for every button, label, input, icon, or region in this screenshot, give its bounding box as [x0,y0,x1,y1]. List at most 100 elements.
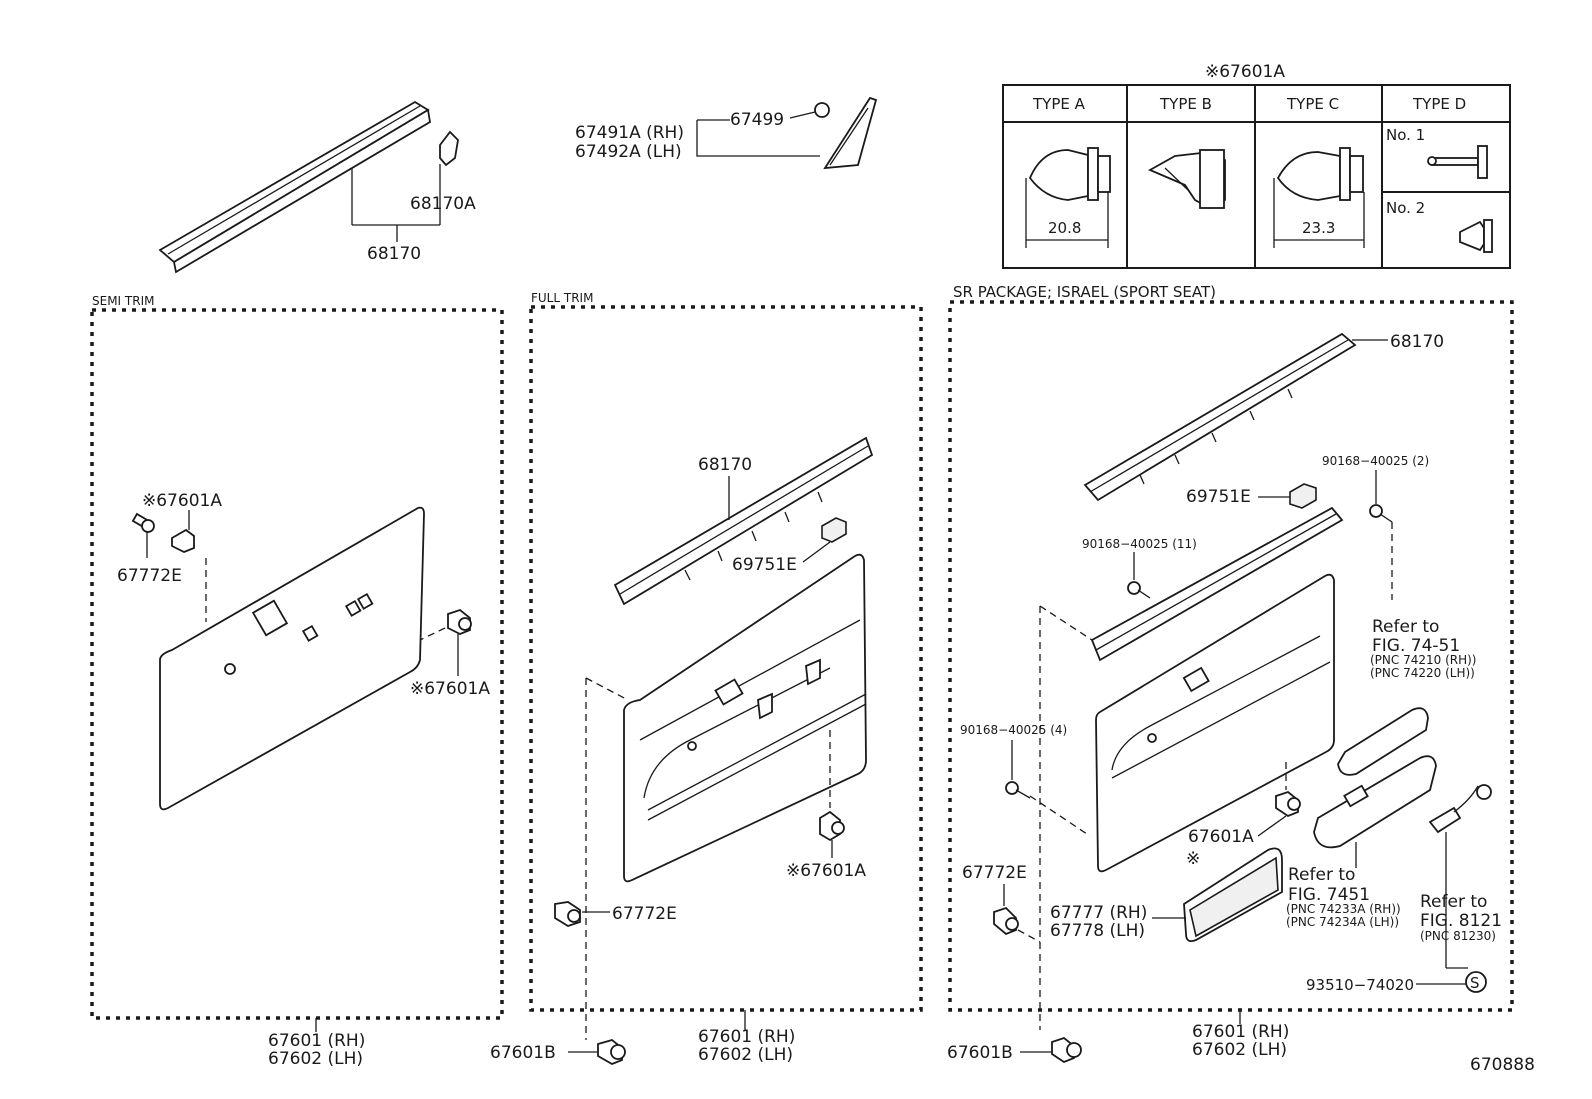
part-label: 68170 [698,455,752,475]
leader [696,120,820,157]
part-label: 67601 (RH) [1192,1022,1289,1042]
sr-cap-icon [1289,483,1317,509]
part-label: ※67601A [410,679,490,699]
sr-armrest-upper [1337,707,1429,776]
refer-note: Refer to [1372,617,1439,637]
sr-bolt-4-icon [1005,781,1031,799]
leader [789,111,816,119]
figure-number: 670888 [1470,1055,1535,1075]
clip-type-table [1002,84,1511,269]
sr-armrest-top-bar [1090,506,1344,662]
part-label: 69751E [732,555,797,575]
table-title: ※67601A [1205,62,1285,82]
part-label: 67772E [612,904,677,924]
sr-bolt-11-icon [1127,581,1151,599]
clip-type-b-icon [1147,149,1226,210]
semi-trim-clip-side-icon [447,608,472,635]
refer-note: Refer to [1420,892,1487,912]
belt-clip-top [439,130,459,167]
refer-note: (PNC 74210 (RH)) [1370,653,1476,667]
part-label: 67601 (RH) [268,1031,365,1051]
sr-door-pocket [1183,847,1283,943]
full-trim-clip-b-icon [597,1039,626,1065]
semi-trim-frame [90,308,504,1020]
full-trim-screw-icon [554,901,581,927]
section-heading: SR PACKAGE; ISRAEL (SPORT SEAT) [953,283,1216,301]
part-label: 67601 (RH) [698,1027,795,1047]
full-trim-cap-icon [821,517,847,543]
symbol-label: S [1470,974,1480,992]
table-subitem: No. 2 [1386,199,1425,217]
semi-trim-door-panel [159,506,425,811]
section-heading: FULL TRIM [531,291,593,305]
leader [1257,815,1287,837]
table-header: TYPE B [1159,95,1212,113]
mirror-cover-part [814,96,878,170]
part-label: 67601B [490,1043,556,1063]
section-heading: SEMI TRIM [92,294,154,308]
full-trim-frame [529,305,923,1012]
table-header: TYPE D [1412,95,1466,113]
part-label: 67601B [947,1043,1013,1063]
refer-note: FIG. 7451 [1288,885,1370,905]
refer-note: FIG. 8121 [1420,911,1502,931]
belt-moulding-top [158,100,431,274]
part-label: 67777 (RH) [1050,903,1147,923]
semi-trim-screw-icon [131,512,155,533]
table-header: TYPE C [1286,95,1339,113]
dimension-label: 20.8 [1048,219,1081,237]
sr-door-panel [1095,573,1335,873]
part-label: 67602 (LH) [698,1045,793,1065]
semi-trim-clip-top-icon [171,528,195,553]
sr-screw-icon [993,906,1019,936]
sr-clip-a-icon [1275,790,1301,818]
table-subitem: No. 1 [1386,126,1425,144]
refer-note: FIG. 74-51 [1372,636,1460,656]
sr-armrest-lower [1313,755,1437,849]
full-trim-door-panel [623,553,867,883]
sr-wire-harness [1428,784,1492,834]
part-label: 67491A (RH) [575,123,684,143]
part-label: 68170 [1390,332,1444,352]
clip-type-d-no2-icon [1459,219,1493,253]
full-trim-clip-a-icon [819,810,845,842]
sr-package-frame [948,300,1514,1012]
part-label: 67602 (LH) [268,1049,363,1069]
leader [1029,795,1091,837]
leader [419,627,446,641]
part-label: 90168−40025 (2) [1322,454,1429,468]
sr-belt-moulding [1083,332,1357,502]
clip-type-a-icon [1025,147,1111,248]
refer-note: (PNC 81230) [1420,929,1496,943]
full-trim-belt-moulding [613,436,874,606]
part-label: 67772E [117,566,182,586]
refer-note: (PNC 74233A (RH)) [1286,902,1401,916]
refer-note: (PNC 74234A (LH)) [1286,915,1399,929]
part-label: 67601A [1188,827,1254,847]
part-label: 67772E [962,863,1027,883]
leader [1017,929,1041,943]
refer-note: Refer to [1288,865,1355,885]
sr-clip-b-icon [1051,1036,1082,1064]
part-label: ※ [1186,849,1200,869]
part-label: 67778 (LH) [1050,921,1145,941]
part-label: 93510−74020 [1306,976,1414,994]
part-label: 67499 [730,110,784,130]
refer-note: (PNC 74220 (LH)) [1370,666,1475,680]
part-label: 69751E [1186,487,1251,507]
table-header: TYPE A [1032,95,1086,113]
part-label: 68170A [410,194,476,214]
sr-bolt-2-icon [1369,504,1393,523]
clip-type-c-icon [1273,147,1365,248]
clip-type-d-no1-icon [1427,145,1488,179]
leader [585,677,629,701]
part-label: 67602 (LH) [1192,1040,1287,1060]
leader [802,541,831,563]
leader [1039,605,1093,641]
part-label: 68170 [367,244,421,264]
part-label: ※67601A [142,491,222,511]
dimension-label: 23.3 [1302,219,1335,237]
s-circle-icon [1465,971,1487,993]
part-label: ※67601A [786,861,866,881]
